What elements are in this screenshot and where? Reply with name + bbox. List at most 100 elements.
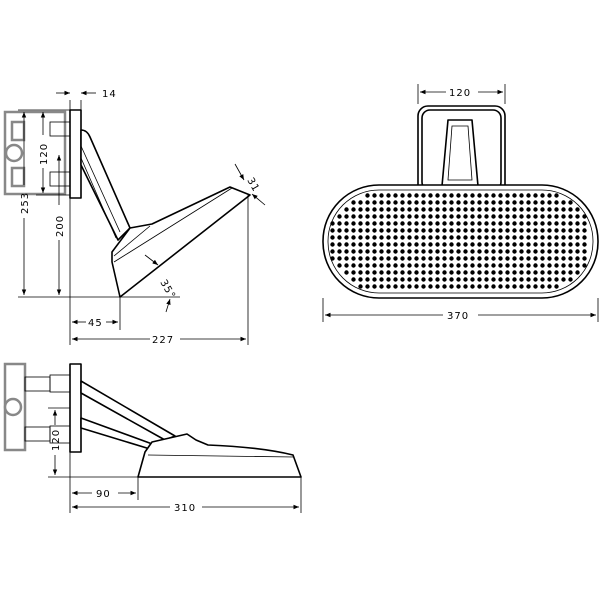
nozzle-dot: [561, 214, 566, 219]
nozzle-dot: [414, 221, 419, 226]
nozzle-dot: [470, 263, 475, 268]
nozzle-dot: [379, 263, 384, 268]
nozzle-dot: [379, 228, 384, 233]
nozzle-dot: [484, 235, 489, 240]
nozzle-dot: [519, 235, 524, 240]
nozzle-dot: [442, 242, 447, 247]
nozzle-dot: [358, 242, 363, 247]
nozzle-dot: [526, 263, 531, 268]
nozzle-dot: [421, 270, 426, 275]
nozzle-dot: [456, 284, 461, 289]
nozzle-dot: [561, 235, 566, 240]
nozzle-dot: [344, 256, 349, 261]
nozzle-dot: [554, 207, 559, 212]
nozzle-dot: [477, 228, 482, 233]
nozzle-dot: [435, 249, 440, 254]
nozzle-dot: [547, 193, 552, 198]
nozzle-dot: [379, 200, 384, 205]
nozzle-dot: [512, 207, 517, 212]
shower-head-top: [137, 433, 302, 478]
nozzle-dot: [512, 270, 517, 275]
nozzle-dot: [351, 242, 356, 247]
nozzle-dot: [463, 284, 468, 289]
nozzle-dot: [400, 263, 405, 268]
nozzle-dot: [491, 228, 496, 233]
nozzle-dot: [379, 284, 384, 289]
nozzle-dot: [582, 256, 587, 261]
nozzle-dot: [449, 228, 454, 233]
nozzle-dot: [505, 221, 510, 226]
nozzle-dot: [379, 214, 384, 219]
nozzle-dot: [421, 228, 426, 233]
nozzle-dot: [358, 263, 363, 268]
nozzle-dot: [547, 200, 552, 205]
nozzle-dot: [547, 249, 552, 254]
nozzle-dot: [505, 207, 510, 212]
nozzle-dot: [519, 249, 524, 254]
nozzle-dot: [554, 228, 559, 233]
nozzle-dot: [568, 200, 573, 205]
nozzle-dot: [533, 235, 538, 240]
nozzle-dot: [386, 193, 391, 198]
nozzle-dot: [428, 277, 433, 282]
nozzle-dot: [386, 242, 391, 247]
nozzle-dot: [547, 270, 552, 275]
nozzle-dot: [372, 193, 377, 198]
nozzle-dot: [442, 200, 447, 205]
nozzle-dot: [484, 207, 489, 212]
nozzle-dot: [498, 263, 503, 268]
nozzle-dot: [351, 270, 356, 275]
nozzle-dot: [533, 228, 538, 233]
nozzle-dot: [442, 263, 447, 268]
nozzle-dot: [400, 193, 405, 198]
nozzle-dot: [470, 214, 475, 219]
nozzle-dot: [379, 193, 384, 198]
nozzle-dot: [526, 284, 531, 289]
nozzle-dot: [379, 207, 384, 212]
nozzle-dot: [463, 200, 468, 205]
dim-tilt-angle: 35°: [157, 278, 177, 301]
nozzle-dot: [519, 193, 524, 198]
nozzle-dot: [498, 207, 503, 212]
dim-head-thickness: 31: [244, 176, 261, 194]
nozzle-dot: [505, 249, 510, 254]
nozzle-dot: [393, 214, 398, 219]
nozzle-dot: [575, 270, 580, 275]
nozzle-dot: [463, 221, 468, 226]
nozzle-dot: [330, 249, 335, 254]
dim-bracket-spacing-top: 120: [51, 429, 62, 451]
nozzle-dot: [470, 200, 475, 205]
nozzle-dot: [407, 207, 412, 212]
nozzle-dot: [449, 214, 454, 219]
nozzle-dot: [533, 256, 538, 261]
nozzle-dot: [526, 193, 531, 198]
nozzle-dot: [512, 277, 517, 282]
nozzle-dot: [379, 221, 384, 226]
nozzle-dot: [407, 270, 412, 275]
nozzle-dot: [449, 235, 454, 240]
nozzle-dot: [393, 228, 398, 233]
nozzle-dot: [407, 277, 412, 282]
dim-head-width: 370: [447, 311, 469, 322]
nozzle-dot: [498, 221, 503, 226]
nozzle-dot: [463, 277, 468, 282]
nozzle-dot: [351, 235, 356, 240]
nozzle-dot: [582, 242, 587, 247]
nozzle-dot: [540, 221, 545, 226]
shower-head-front: [322, 184, 599, 299]
nozzle-dot: [547, 207, 552, 212]
nozzle-dot: [568, 214, 573, 219]
nozzle-dot: [463, 193, 468, 198]
nozzle-dot: [526, 235, 531, 240]
nozzle-dot: [393, 235, 398, 240]
mounting-box-top: [3, 362, 71, 452]
nozzle-dot: [372, 242, 377, 247]
nozzle-dot: [358, 221, 363, 226]
nozzle-dot: [379, 270, 384, 275]
nozzle-dot: [554, 193, 559, 198]
nozzle-dot: [477, 193, 482, 198]
nozzle-dot: [435, 256, 440, 261]
nozzle-dot: [547, 277, 552, 282]
